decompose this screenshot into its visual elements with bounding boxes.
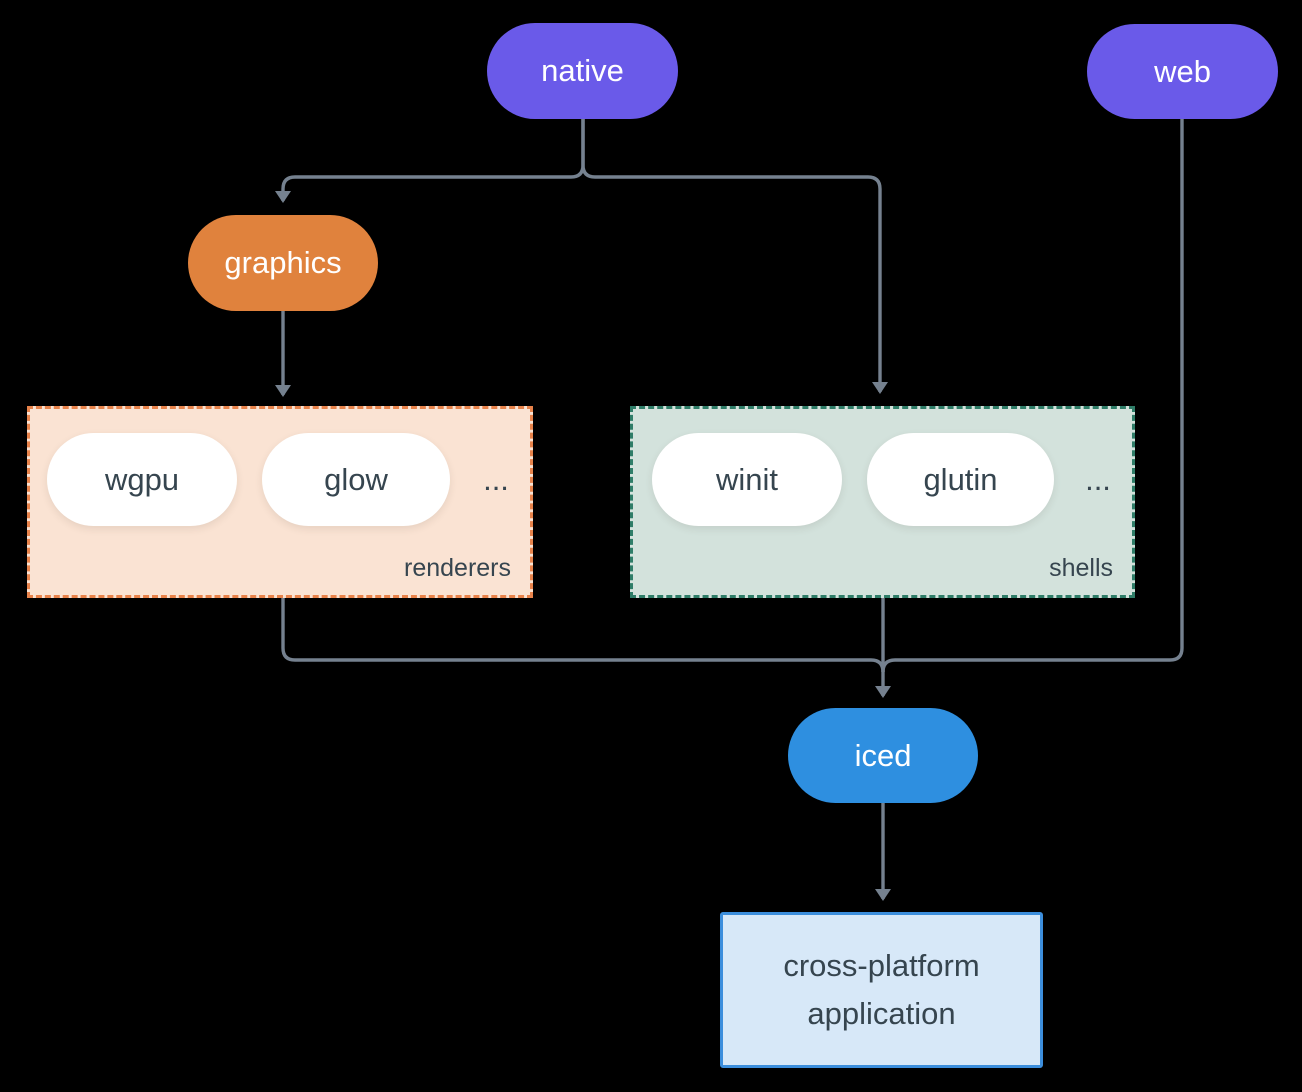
shells-more-ellipsis: ... [1085,461,1111,497]
node-winit: winit [652,433,842,526]
node-glutin: glutin [867,433,1054,526]
node-graphics: graphics [188,215,378,311]
node-wgpu: wgpu [47,433,237,526]
shells-group-label: shells [1049,554,1113,582]
node-cross-platform-application: cross-platform application [720,912,1043,1068]
edge-native-to-shells [581,118,888,394]
node-iced: iced [788,708,978,803]
edge-renderers-to-junction [281,598,885,673]
edge-native-to-graphics [275,118,585,203]
node-glow: glow [262,433,450,526]
group-renderers: wgpu glow ... renderers [27,406,533,598]
node-native: native [487,23,678,119]
group-shells: winit glutin ... shells [630,406,1135,598]
node-web: web [1087,24,1278,119]
renderers-more-ellipsis: ... [483,461,509,497]
renderers-group-label: renderers [404,554,511,582]
